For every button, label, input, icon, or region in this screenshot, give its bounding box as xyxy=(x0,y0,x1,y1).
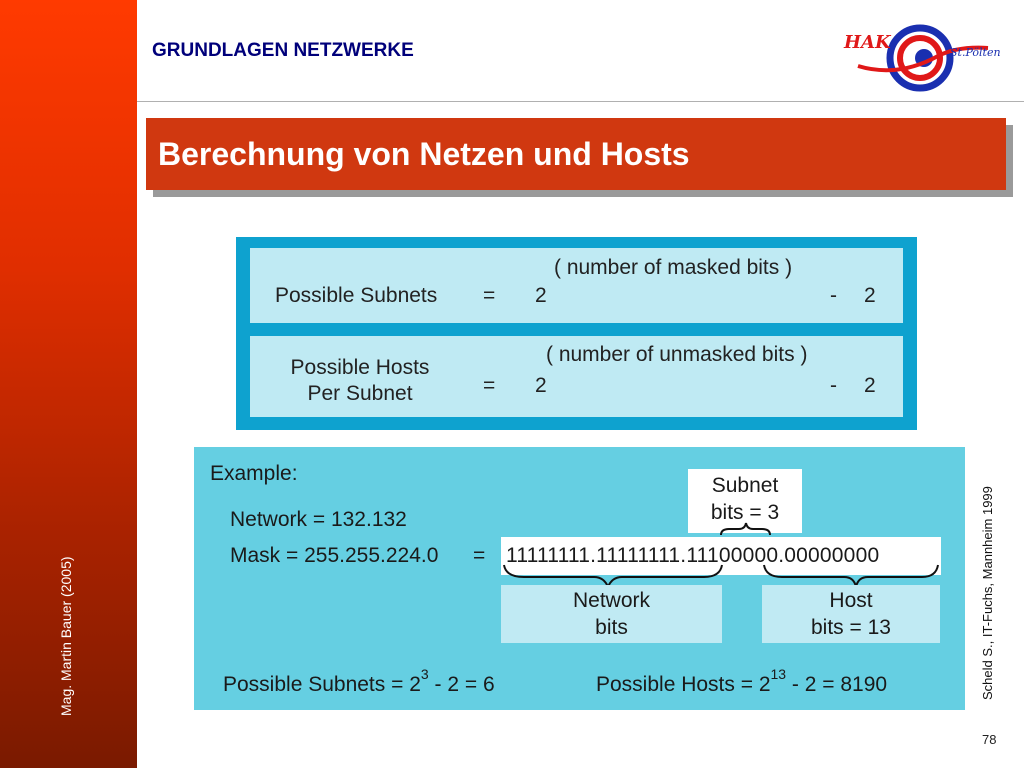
hosts-exponent: ( number of unmasked bits ) xyxy=(546,343,808,366)
example-panel: Example: Network = 132.132 Mask = 255.25… xyxy=(194,447,965,710)
logo-emblem-icon: HAK St.Pölten xyxy=(843,24,1001,92)
result-subnets-value: - 2 = 6 xyxy=(428,673,495,696)
slide-title: Berechnung von Netzen und Hosts xyxy=(158,136,690,172)
header-title: GRUNDLAGEN NETZWERKE xyxy=(152,40,414,61)
example-heading: Example: xyxy=(210,462,298,485)
hosts-label-line1: Possible Hosts xyxy=(290,356,430,379)
host-bits-line2: bits = 13 xyxy=(811,616,891,639)
network-bits-line2: bits xyxy=(595,616,628,639)
network-bits-line1: Network xyxy=(572,589,651,612)
subnets-label: Possible Subnets xyxy=(275,284,438,307)
network-bits-label: Network bits xyxy=(501,585,722,643)
binary-network-bits: 11111111.11111111. xyxy=(506,544,687,567)
host-bits-label: Host bits = 13 xyxy=(762,585,940,643)
subnets-minus: - xyxy=(830,284,837,307)
hosts-base: 2 xyxy=(535,374,547,397)
binary-host-bits: 00000.00000000 xyxy=(718,544,880,567)
result-hosts-exponent: 13 xyxy=(770,666,787,682)
svg-text:HAK: HAK xyxy=(843,32,892,53)
hosts-formula: ( number of unmasked bits ) Possible Hos… xyxy=(250,336,903,417)
subnet-bits-line2: bits = 3 xyxy=(710,501,780,524)
source-citation: Scheld S., IT-Fuchs, Mannheim 1999 xyxy=(980,486,995,700)
result-subnets-exponent: 3 xyxy=(420,666,429,682)
page-number: 78 xyxy=(982,732,997,747)
network-line: Network = 132.132 xyxy=(230,508,407,531)
binary-mask: 11111111.11111111.11100000.00000000 xyxy=(506,544,879,568)
subnets-base: 2 xyxy=(535,284,547,307)
hosts-subtrahend: 2 xyxy=(864,374,876,397)
result-subnets-base: Possible Subnets = 2 xyxy=(223,673,421,696)
mask-equals: = xyxy=(473,544,486,567)
mask-line: Mask = 255.255.224.0 xyxy=(230,544,439,567)
school-logo: HAK St.Pölten xyxy=(838,18,1008,93)
subnets-equals: = xyxy=(483,284,496,307)
result-subnets: Possible Subnets = 23 - 2 = 6 xyxy=(223,666,495,697)
hosts-label-line2: Per Subnet xyxy=(307,382,413,405)
subnets-subtrahend: 2 xyxy=(864,284,876,307)
formula-frame: ( number of masked bits ) Possible Subne… xyxy=(236,237,917,430)
binary-subnet-bits: 111 xyxy=(686,544,719,567)
subnet-bits-callout: Subnet bits = 3 xyxy=(688,469,802,533)
subnet-bits-line1: Subnet xyxy=(711,474,779,497)
hosts-minus: - xyxy=(830,374,837,397)
slide-title-bar: Berechnung von Netzen und Hosts xyxy=(146,118,1006,190)
author-credit: Mag. Martin Bauer (2005) xyxy=(58,556,74,716)
result-hosts-value: - 2 = 8190 xyxy=(786,673,888,696)
sidebar: Mag. Martin Bauer (2005) xyxy=(0,0,137,768)
brace-lines xyxy=(503,522,939,590)
header-divider xyxy=(137,101,1024,102)
subnets-formula: ( number of masked bits ) Possible Subne… xyxy=(250,248,903,323)
host-bits-line1: Host xyxy=(829,589,873,612)
subnets-exponent: ( number of masked bits ) xyxy=(554,256,793,279)
svg-text:St.Pölten: St.Pölten xyxy=(950,46,1001,59)
hosts-equals: = xyxy=(483,374,496,397)
result-hosts: Possible Hosts = 213 - 2 = 8190 xyxy=(596,666,888,697)
result-hosts-base: Possible Hosts = 2 xyxy=(596,673,771,696)
